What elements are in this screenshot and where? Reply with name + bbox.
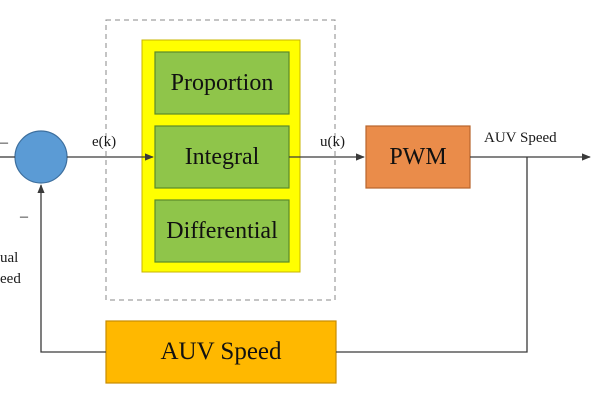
controller-dashed-frame: [105, 19, 336, 301]
error-signal-label: e(k): [92, 134, 117, 150]
feedback-path-left: [37, 184, 106, 353]
actual-speed-label-line2: eed: [0, 271, 21, 287]
output-speed-label: AUV Speed: [484, 130, 557, 146]
integral-label: Integral: [184, 143, 260, 170]
differential-label: Differential: [166, 217, 278, 244]
input-sign: –: [0, 134, 8, 151]
actual-speed-label-line1: ual: [0, 250, 19, 266]
pwm-label: PWM: [389, 143, 447, 170]
differential-block: [154, 199, 290, 263]
feedback-block-label: AUV Speed: [160, 338, 282, 365]
feedback-block: [105, 320, 337, 384]
proportion-label: Proportion: [170, 69, 274, 96]
proportion-block: [154, 51, 290, 115]
feedback-sign: –: [20, 208, 28, 225]
integral-block: [154, 125, 290, 189]
control-signal-label: u(k): [320, 134, 345, 150]
feedback-path-right: [336, 157, 528, 353]
summing-junction: [14, 130, 68, 184]
